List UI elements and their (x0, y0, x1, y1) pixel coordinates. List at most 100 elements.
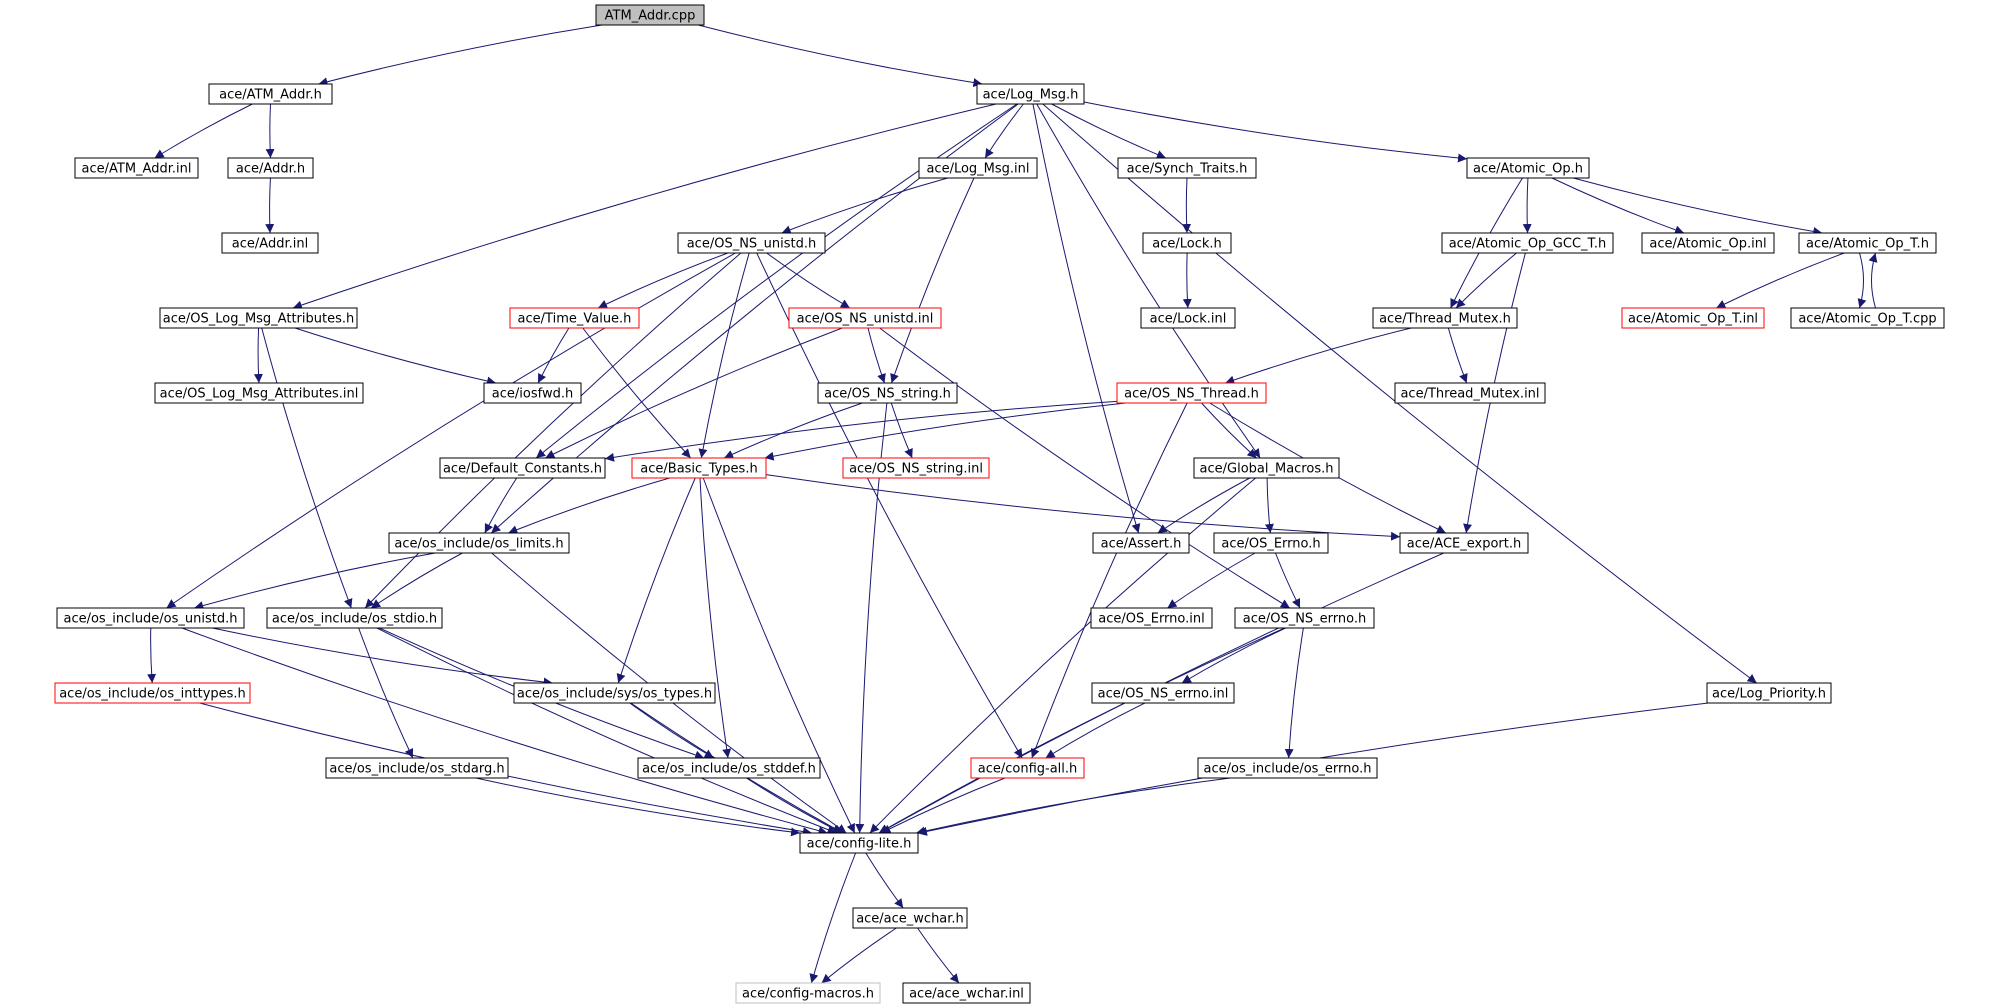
node-os-ns-string-inl[interactable]: ace/OS_NS_string.inl (842, 457, 990, 479)
node-os-ns-errno-h[interactable]: ace/OS_NS_errno.h (1234, 607, 1375, 629)
node-assert-h[interactable]: ace/Assert.h (1092, 532, 1190, 554)
edge-log_msg_h-to-atomic_op_h (1083, 101, 1468, 163)
node-box (325, 757, 509, 779)
node-box (1197, 757, 1378, 779)
node-box (1466, 157, 1590, 179)
node-os-ns-unistd-inl[interactable]: ace/OS_NS_unistd.inl (788, 307, 942, 329)
node-config-lite-h[interactable]: ace/config-lite.h (799, 832, 919, 854)
node-time-value-h[interactable]: ace/Time_Value.h (509, 307, 640, 329)
node-label: ace/OS_NS_errno.h (1243, 612, 1367, 627)
node-os-stdio-h[interactable]: ace/os_include/os_stdio.h (266, 607, 443, 629)
node-box (918, 157, 1038, 179)
edge-default_constants_h-to-os_limits_h (484, 477, 518, 534)
edge-log_msg_inl-to-os_ns_unistd_h (781, 177, 948, 234)
node-label: ace/Log_Msg.inl (926, 162, 1029, 177)
node-log-priority-h[interactable]: ace/Log_Priority.h (1706, 682, 1832, 704)
node-label: ace/os_include/sys/os_types.h (517, 687, 712, 702)
node-basic-types-h[interactable]: ace/Basic_Types.h (631, 457, 767, 479)
edge-layer (147, 24, 1878, 984)
node-synch-traits-h[interactable]: ace/Synch_Traits.h (1117, 157, 1257, 179)
node-os-unistd-h[interactable]: ace/os_include/os_unistd.h (56, 607, 245, 629)
node-label: ace/OS_NS_string.h (824, 387, 951, 402)
edge-log_msg_h-to-assert_h (1032, 103, 1141, 534)
edge-os_unistd_h-to-os_inttypes_h (147, 627, 157, 684)
node-os-ns-thread-h[interactable]: ace/OS_NS_Thread.h (1116, 382, 1267, 404)
node-lock-h[interactable]: ace/Lock.h (1142, 232, 1232, 254)
node-atomic-op-t-h[interactable]: ace/Atomic_Op_T.h (1798, 232, 1937, 254)
node-ace-wchar-inl[interactable]: ace/ace_wchar.inl (902, 982, 1031, 1004)
node-label: ATM_Addr.cpp (605, 9, 696, 24)
node-os-stddef-h[interactable]: ace/os_include/os_stddef.h (637, 757, 821, 779)
edge-atomic_op_t_h-to-atomic_op_t_cpp (1857, 252, 1867, 309)
node-thread-mutex-h[interactable]: ace/Thread_Mutex.h (1372, 307, 1518, 329)
node-box (637, 757, 821, 779)
node-box (439, 457, 606, 479)
node-log-msg-h[interactable]: ace/Log_Msg.h (976, 83, 1085, 105)
edge-os_stdio_h-to-config_lite_h (376, 627, 837, 834)
node-log-msg-inl[interactable]: ace/Log_Msg.inl (918, 157, 1038, 179)
edge-os_ns_string_h-to-basic_types_h (723, 402, 863, 459)
node-label: ace/Global_Macros.h (1200, 462, 1334, 477)
node-default-constants-h[interactable]: ace/Default_Constants.h (439, 457, 606, 479)
node-atm-addr-h[interactable]: ace/ATM_Addr.h (208, 83, 333, 105)
node-ace-export-h[interactable]: ace/ACE_export.h (1399, 532, 1529, 554)
edge-os_ns_errno_h-to-os_ns_errno_inl (1181, 627, 1286, 684)
node-os-limits-h[interactable]: ace/os_include/os_limits.h (388, 532, 570, 554)
edge-os_ns_unistd_inl-to-os_ns_errno_h (879, 327, 1291, 609)
node-addr-inl[interactable]: ace/Addr.inl (221, 232, 319, 254)
node-label: ace/Thread_Mutex.h (1379, 312, 1511, 327)
edge-atomic_op_h-to-atomic_op_t_h (1573, 177, 1823, 236)
node-box (1092, 532, 1190, 554)
node-atomic-op-t-cpp[interactable]: ace/Atomic_Op_T.cpp (1790, 307, 1945, 329)
node-atomic-op-h[interactable]: ace/Atomic_Op.h (1466, 157, 1590, 179)
edge-atm_addr_cpp-to-atm_addr_h (318, 24, 603, 87)
node-box (227, 157, 314, 179)
node-global-macros-h[interactable]: ace/Global_Macros.h (1193, 457, 1340, 479)
node-label: ace/Atomic_Op.inl (1649, 237, 1766, 252)
node-sys-os-types-h[interactable]: ace/os_include/sys/os_types.h (513, 682, 716, 704)
node-lock-inl[interactable]: ace/Lock.inl (1140, 307, 1236, 329)
node-atm-addr-cpp[interactable]: ATM_Addr.cpp (595, 4, 705, 26)
edge-os_ns_unistd_h-to-config_all_h (756, 252, 1023, 759)
edge-global_macros_h-to-assert_h (1157, 477, 1251, 534)
node-label: ace/Synch_Traits.h (1127, 162, 1248, 177)
node-os-log-msg-attributes-inl[interactable]: ace/OS_Log_Msg_Attributes.inl (154, 382, 364, 404)
node-box (842, 457, 990, 479)
node-os-ns-string-h[interactable]: ace/OS_NS_string.h (817, 382, 958, 404)
edge-os_limits_h-to-os_stdio_h (370, 552, 463, 609)
edge-config_lite_h-to-config_macros_h (809, 852, 857, 984)
node-os-stdarg-h[interactable]: ace/os_include/os_stdarg.h (325, 757, 509, 779)
node-box (1372, 307, 1518, 329)
node-os-errno-h[interactable]: ace/OS_Errno.h (1213, 532, 1329, 554)
edge-atomic_op_h-to-atomic_op_gcc_t_h (1522, 177, 1532, 234)
node-box (1621, 307, 1765, 329)
node-box (1706, 682, 1832, 704)
node-atomic-op-t-inl[interactable]: ace/Atomic_Op_T.inl (1621, 307, 1765, 329)
node-os-ns-errno-inl[interactable]: ace/OS_NS_errno.inl (1091, 682, 1235, 704)
edge-os_unistd_h-to-sys_os_types_h (212, 627, 553, 687)
node-os-ns-unistd-h[interactable]: ace/OS_NS_unistd.h (677, 232, 826, 254)
node-label: ace/ATM_Addr.inl (82, 162, 192, 177)
edge-os_ns_unistd_h-to-os_ns_unistd_inl (766, 252, 851, 309)
node-ace-wchar-h[interactable]: ace/ace_wchar.h (852, 907, 968, 929)
node-thread-mutex-inl[interactable]: ace/Thread_Mutex.inl (1394, 382, 1546, 404)
node-label: ace/OS_NS_Thread.h (1124, 387, 1259, 402)
node-label: ace/Assert.h (1101, 537, 1182, 552)
edge-atomic_op_gcc_t_h-to-thread_mutex_h (1455, 252, 1517, 309)
node-addr-h[interactable]: ace/Addr.h (227, 157, 314, 179)
node-atomic-op-inl[interactable]: ace/Atomic_Op.inl (1641, 232, 1775, 254)
node-os-log-msg-attributes-h[interactable]: ace/OS_Log_Msg_Attributes.h (159, 307, 358, 329)
node-iosfwd-h[interactable]: ace/iosfwd.h (483, 382, 582, 404)
node-config-all-h[interactable]: ace/config-all.h (970, 757, 1085, 779)
node-os-include-errno-h[interactable]: ace/os_include/os_errno.h (1197, 757, 1378, 779)
node-box (1193, 457, 1340, 479)
node-os-errno-inl[interactable]: ace/OS_Errno.inl (1090, 607, 1213, 629)
edge-os_errno_h-to-os_ns_errno_h (1275, 552, 1301, 609)
node-config-macros-h[interactable]: ace/config-macros.h (735, 982, 881, 1004)
node-box (159, 307, 358, 329)
node-os-inttypes-h[interactable]: ace/os_include/os_inttypes.h (54, 682, 251, 704)
node-atm-addr-inl[interactable]: ace/ATM_Addr.inl (74, 157, 199, 179)
edge-os_ns_unistd_inl-to-default_constants_h (545, 327, 843, 459)
node-atomic-op-gcc-t-h[interactable]: ace/Atomic_Op_GCC_T.h (1441, 232, 1614, 254)
